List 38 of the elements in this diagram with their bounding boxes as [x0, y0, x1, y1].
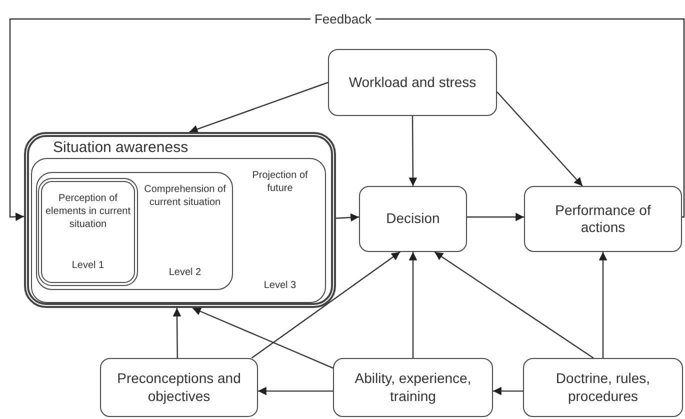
box-label: Workload and stress [348, 74, 476, 92]
level-box [36, 172, 233, 290]
arrow [336, 213, 360, 222]
feedback-arrow [9, 18, 685, 221]
box-label: Performance of actions [554, 202, 652, 236]
group-heading: Situation awareness [53, 139, 188, 158]
level-label: Level 3 [262, 279, 298, 292]
box-label: Preconceptions and objectives [116, 370, 242, 405]
arrow [467, 212, 524, 222]
box-label: Ability, experience, training [354, 370, 472, 405]
arrow [496, 91, 583, 186]
process-box [333, 358, 493, 417]
process-box [328, 49, 497, 116]
arrow [408, 252, 418, 358]
level-description: Perception of elements in current situation [44, 192, 132, 231]
box-label: Doctrine, rules, procedures [554, 370, 652, 405]
edge-label: Feedback [310, 12, 376, 26]
level-description: Comprehension of current situation [143, 183, 227, 209]
process-box [524, 186, 682, 252]
box-label: Decision [386, 210, 440, 228]
arrow [493, 386, 523, 396]
arrow [434, 252, 594, 358]
arrow [251, 252, 400, 358]
arrow [598, 252, 608, 358]
level-description: Projection of future [251, 169, 309, 195]
level-label: Level 1 [70, 259, 106, 272]
process-box [523, 358, 683, 417]
arrow [408, 116, 418, 186]
arrow [258, 386, 333, 396]
arrow [192, 307, 334, 369]
level-box [31, 158, 326, 303]
arrow [172, 308, 182, 358]
process-box [100, 358, 258, 417]
level-box [38, 178, 138, 286]
level-label: Level 2 [168, 266, 202, 279]
process-box [359, 186, 467, 252]
group-box [24, 132, 336, 308]
arrow [189, 82, 328, 134]
